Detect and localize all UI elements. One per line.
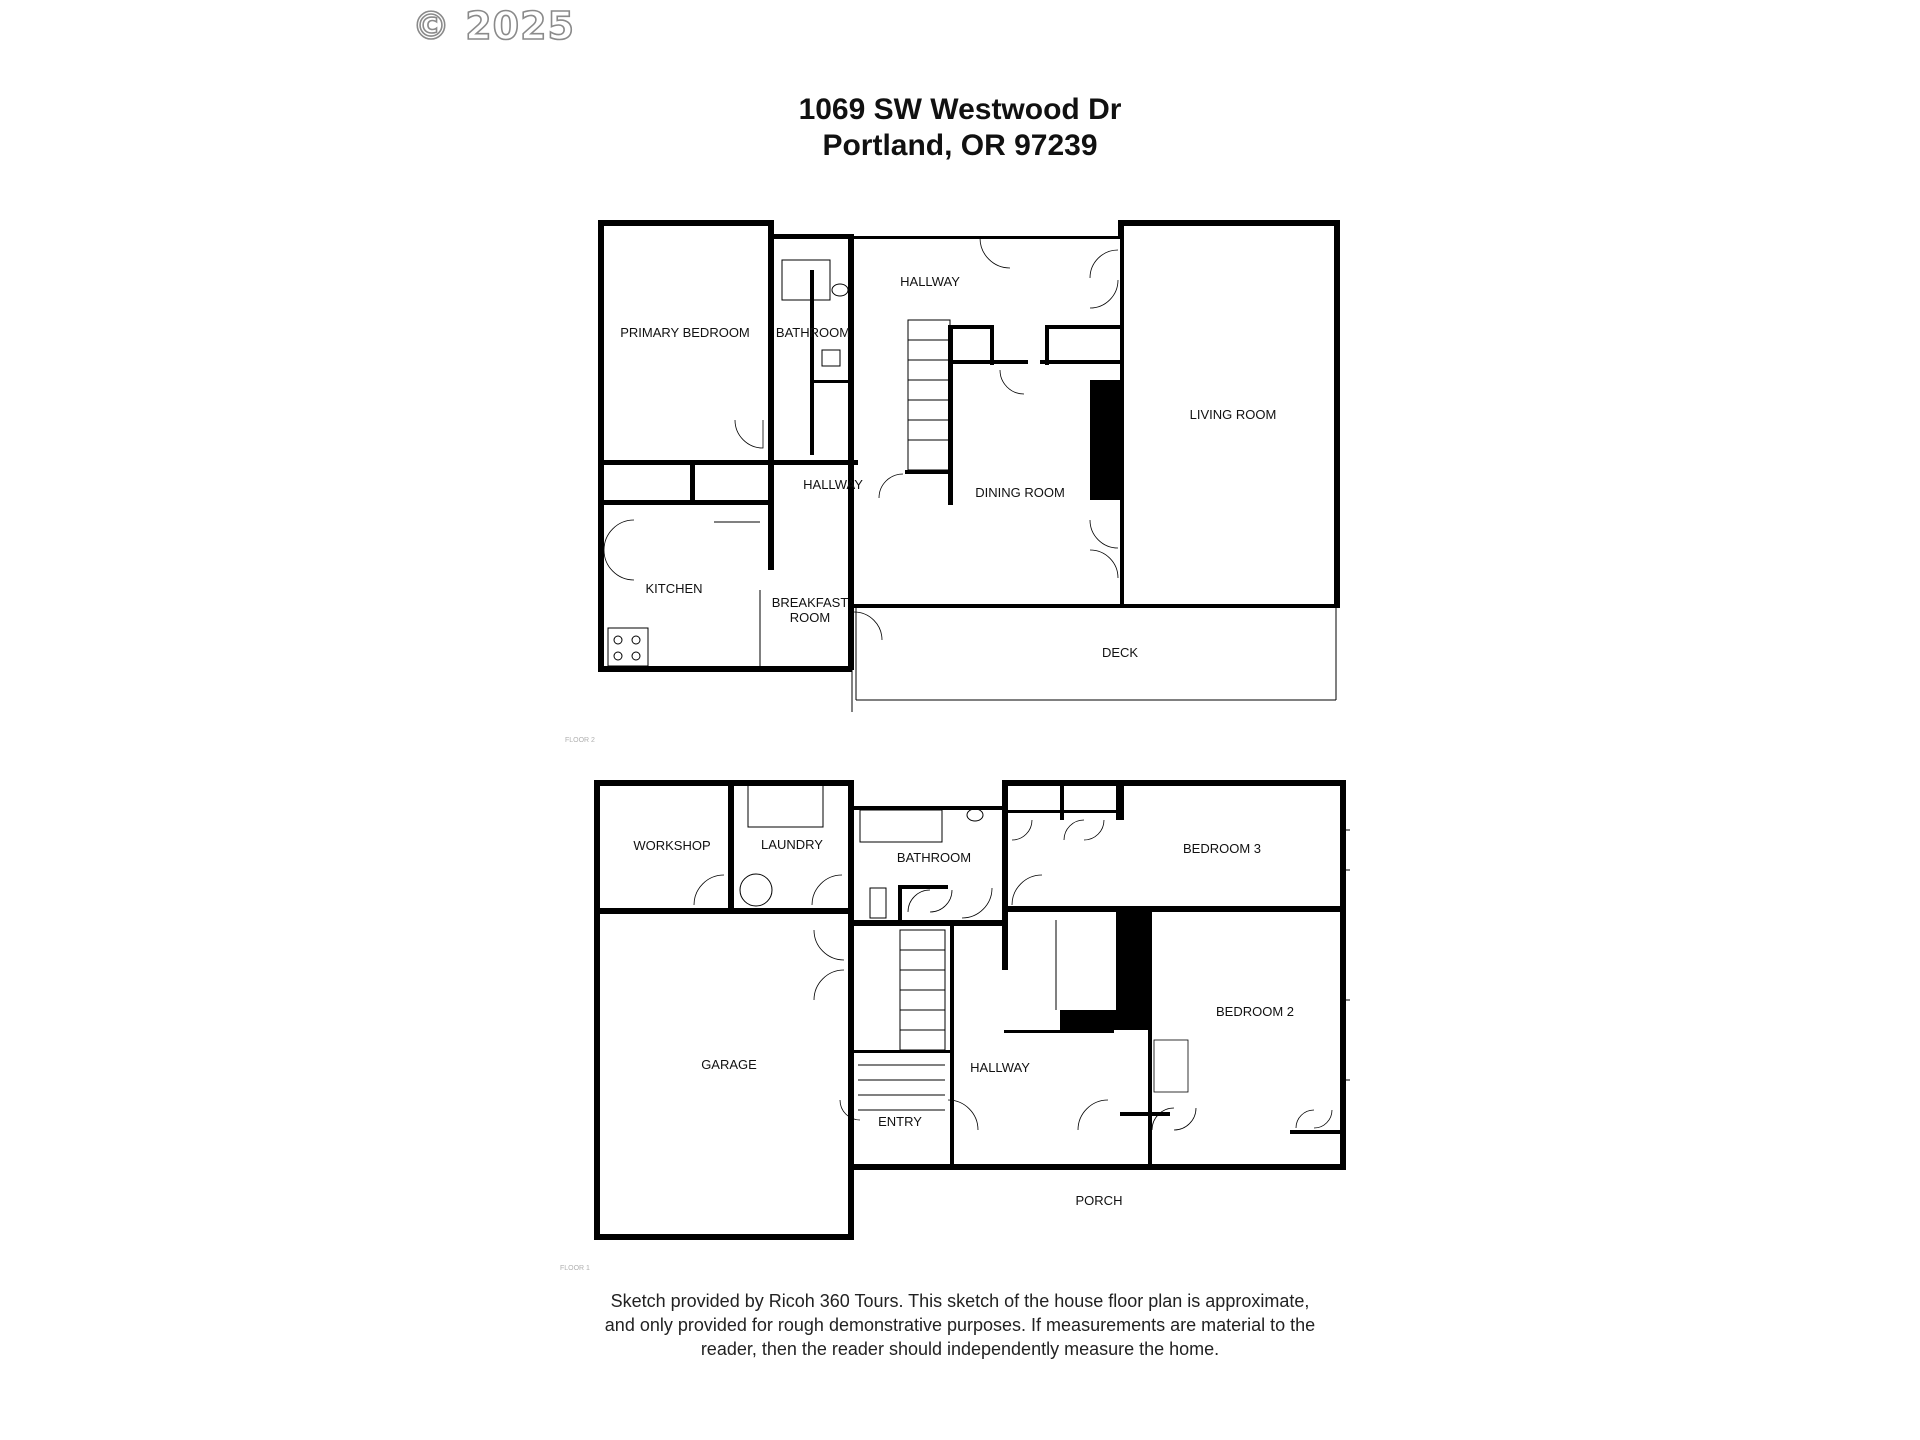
deck-outline — [851, 604, 1337, 712]
room-label-hallway-upper: HALLWAY — [900, 274, 960, 289]
room-label-workshop: WORKSHOP — [633, 838, 710, 853]
floor-1-walls — [594, 780, 1346, 1240]
copyright-watermark: © 2025 — [411, 3, 575, 49]
floor-1-label: FLOOR 1 — [560, 1265, 590, 1272]
property-address: 1069 SW Westwood Dr Portland, OR 97239 — [0, 92, 1920, 164]
disclaimer-line-3: reader, then the reader should independe… — [700, 1339, 1220, 1359]
room-label-hallway-middle: HALLWAY — [803, 477, 863, 492]
room-label-bathroom-upper: BATHROOM — [776, 325, 850, 340]
address-city: Portland, OR 97239 — [822, 129, 1098, 162]
room-label-primary-bedroom: PRIMARY BEDROOM — [620, 325, 750, 340]
room-label-dining-room: DINING ROOM — [975, 485, 1065, 500]
room-label-porch: PORCH — [1076, 1193, 1123, 1208]
floor-1-fixtures — [693, 784, 1350, 1131]
floor-2-room-labels: PRIMARY BEDROOM BATHROOM HALLWAY HALLWAY… — [565, 274, 1276, 744]
disclaimer-line-2: and only provided for rough demonstrativ… — [604, 1315, 1316, 1335]
floor-2-fixtures — [603, 237, 1119, 667]
room-label-laundry: LAUNDRY — [761, 837, 823, 852]
address-street: 1069 SW Westwood Dr — [798, 93, 1122, 126]
floor-2-plan: PRIMARY BEDROOM BATHROOM HALLWAY HALLWAY… — [565, 220, 1340, 744]
floor-2-walls — [598, 220, 1340, 672]
room-label-kitchen: KITCHEN — [645, 581, 702, 596]
room-label-living-room: LIVING ROOM — [1190, 407, 1277, 422]
room-label-entry: ENTRY — [878, 1114, 922, 1129]
floor-2-label: FLOOR 2 — [565, 737, 595, 744]
room-label-breakfast-line1: BREAKFAST — [772, 595, 849, 610]
disclaimer-text: Sketch provided by Ricoh 360 Tours. This… — [540, 1289, 1380, 1361]
disclaimer-line-1: Sketch provided by Ricoh 360 Tours. This… — [610, 1291, 1310, 1311]
room-label-breakfast-line2: ROOM — [790, 610, 830, 625]
room-label-hallway-lower: HALLWAY — [970, 1060, 1030, 1075]
room-label-bathroom-lower: BATHROOM — [897, 850, 971, 865]
room-label-bedroom-2: BEDROOM 2 — [1216, 1004, 1294, 1019]
room-label-deck: DECK — [1102, 645, 1138, 660]
room-label-garage: GARAGE — [701, 1057, 757, 1072]
floor-1-room-labels: WORKSHOP LAUNDRY BATHROOM BEDROOM 3 BEDR… — [560, 837, 1294, 1272]
floor-1-plan: WORKSHOP LAUNDRY BATHROOM BEDROOM 3 BEDR… — [560, 780, 1350, 1272]
room-label-bedroom-3: BEDROOM 3 — [1183, 841, 1261, 856]
